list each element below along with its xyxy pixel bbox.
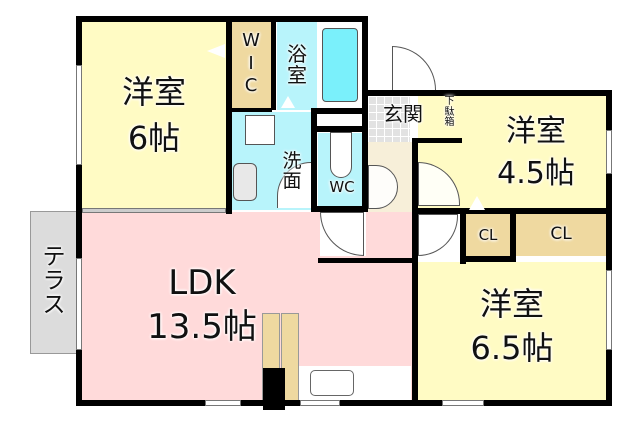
wall bbox=[263, 368, 285, 410]
western-room-6-5-name: 洋室 bbox=[479, 285, 544, 323]
wic-floor bbox=[231, 22, 271, 108]
entrance-label: 玄関 bbox=[383, 102, 423, 126]
room-6-5-door[interactable] bbox=[418, 214, 458, 256]
closet-door-indicator bbox=[469, 196, 485, 210]
wall bbox=[76, 16, 366, 22]
window bbox=[76, 258, 82, 350]
bathroom-label: 浴 室 bbox=[287, 42, 307, 87]
window bbox=[82, 208, 226, 213]
toilet-bowl bbox=[330, 132, 352, 178]
window bbox=[442, 400, 484, 406]
window bbox=[76, 65, 82, 165]
western-room-6-size: 6帖 bbox=[127, 119, 181, 157]
shoe-box-label: 下 駄 箱 bbox=[444, 96, 455, 128]
wall bbox=[271, 16, 276, 110]
terrace-label: テ ラ ス bbox=[42, 244, 66, 319]
wall bbox=[226, 16, 232, 214]
wall bbox=[76, 400, 612, 406]
wall bbox=[311, 108, 317, 212]
front-door[interactable] bbox=[392, 46, 436, 90]
terrace bbox=[30, 211, 78, 354]
window bbox=[300, 400, 340, 406]
wall bbox=[460, 208, 466, 264]
window bbox=[205, 400, 241, 406]
western-room-6-5-size: 6.5帖 bbox=[470, 329, 554, 367]
sink bbox=[310, 370, 354, 396]
bathroom-door-indicator bbox=[281, 96, 295, 108]
western-room-6-5-floor bbox=[418, 262, 606, 402]
closet-1-floor bbox=[466, 214, 510, 260]
wall bbox=[510, 208, 516, 262]
closet-2-floor bbox=[516, 214, 606, 256]
wall bbox=[412, 140, 418, 406]
bathtub bbox=[322, 28, 358, 102]
washing-machine-pan bbox=[245, 115, 275, 145]
wic-door-indicator bbox=[207, 44, 225, 58]
wall bbox=[362, 90, 612, 96]
toilet-label: WC bbox=[329, 178, 355, 196]
western-room-6-name: 洋室 bbox=[121, 73, 186, 111]
wash-basin bbox=[233, 163, 257, 201]
wall bbox=[460, 256, 516, 262]
window bbox=[606, 270, 612, 350]
wall bbox=[412, 138, 462, 143]
western-room-4-5-size: 4.5帖 bbox=[497, 156, 575, 191]
wall bbox=[311, 108, 368, 114]
ldk-size: 13.5帖 bbox=[147, 307, 257, 347]
western-room-4-5-name: 洋室 bbox=[506, 114, 566, 149]
wic-label: W I C bbox=[242, 30, 260, 96]
western-room-6-floor bbox=[82, 22, 226, 210]
ldk-name: LDK bbox=[168, 263, 236, 303]
wall bbox=[311, 126, 368, 132]
closet-2-label: CL bbox=[550, 224, 572, 244]
bathroom-floor bbox=[277, 22, 317, 110]
washroom-label: 洗 面 bbox=[282, 150, 302, 192]
wall bbox=[606, 90, 612, 406]
closet-1-label: CL bbox=[478, 226, 498, 244]
entrance-floor bbox=[368, 96, 410, 142]
wall bbox=[311, 206, 368, 212]
wall bbox=[226, 108, 272, 112]
wall bbox=[318, 258, 414, 263]
window bbox=[606, 130, 612, 174]
wall bbox=[76, 16, 82, 406]
